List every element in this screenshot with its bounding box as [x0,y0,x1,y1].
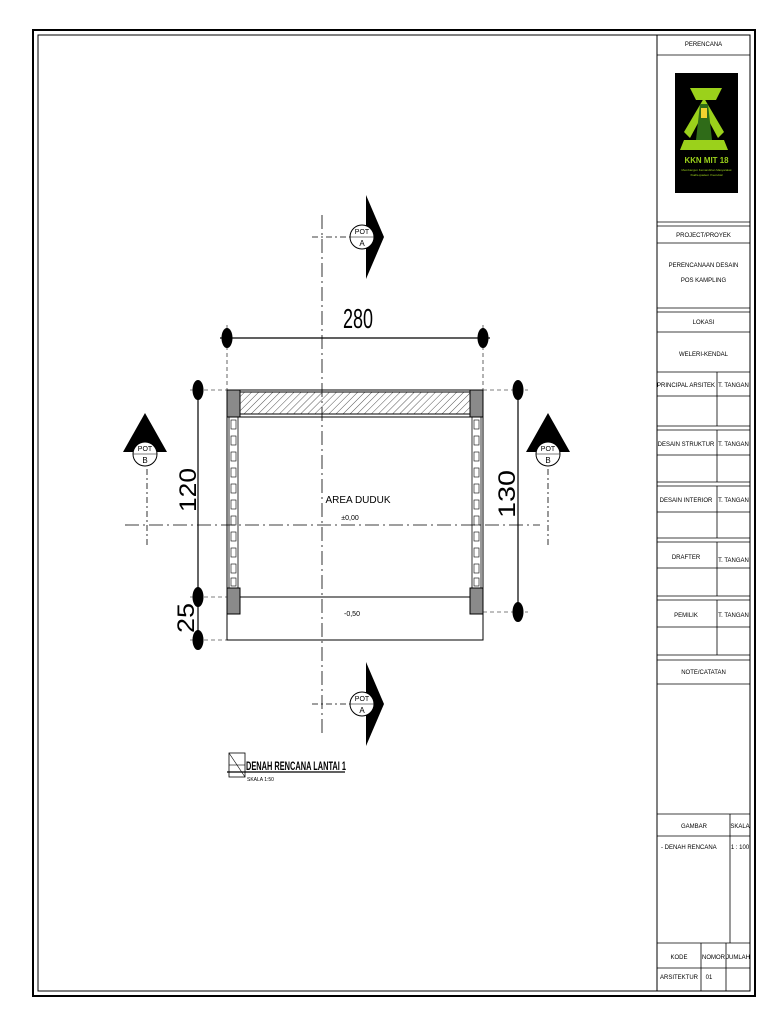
plan-title-block: DENAH RENCANA LANTAI 1 SKALA 1:50 [227,752,346,783]
logo-subtitle: Membangun Kemandirian Masyarakat [682,168,732,172]
role-drafter: DRAFTER T. TANGAN [657,541,750,597]
column-bottom-left [226,587,241,615]
title-block: PERENCANA KKN MIT 18 Membangun Kemandiri… [656,34,751,992]
dim-left-dot-bottom [192,630,204,650]
dim-width-dot-right [477,328,489,348]
project-label: PROJECT/PROYEK [676,233,731,239]
kode-value: ARSITEKTUR [660,975,699,981]
room-outline [226,389,484,641]
role-name: DESAIN INTERIOR [660,498,713,504]
lokasi-value: WELERI-KENDAL [679,352,729,358]
plan-scale: SKALA 1:50 [247,777,274,783]
role-sign: T. TANGAN [718,383,749,389]
section-a-top-label: POT [355,229,370,236]
column-bottom-right [469,587,484,615]
railing-left [228,416,239,589]
section-marker-a-top: POT A [349,195,384,279]
section-a-top-letter: A [359,239,365,248]
jumlah-label: JUMLAH [726,955,750,961]
dim-right-text: 130 [494,470,521,518]
logo-subtitle-2: Kabupaten Kendal [691,173,723,177]
section-b-left-label: POT [138,446,153,453]
dim-left-text: 120 [175,468,202,512]
railing-right [471,416,482,589]
section-a-bottom-label: POT [355,696,370,703]
role-desain-struktur: DESAIN STRUKTUR T. TANGAN [657,429,750,483]
role-name: DESAIN STRUKTUR [658,442,715,448]
role-name: PRINCIPAL ARSITEK [657,383,715,389]
dim-left-dot-mid [192,587,204,607]
role-sign: T. TANGAN [718,558,749,564]
dim-step-text: 25 [173,603,200,633]
column-top-left [226,389,241,418]
nomor-value: 01 [706,975,713,981]
role-name: DRAFTER [672,555,701,561]
floor-plan: 280 120 25 130 [123,195,570,783]
section-b-right-label: POT [541,446,556,453]
skala-label: SKALA [730,824,749,830]
room-level: ±0,00 [341,515,359,522]
gambar-value: - DENAH RENCANA [661,845,717,851]
role-name: PEMILIK [674,613,698,619]
section-b-left-letter: B [142,456,147,465]
perencana-label: PERENCANA [685,42,722,48]
role-desain-interior: DESAIN INTERIOR T. TANGAN [657,485,750,539]
role-sign: T. TANGAN [718,442,749,448]
lokasi-label: LOKASI [693,320,715,326]
plan-title: DENAH RENCANA LANTAI 1 [246,759,346,773]
section-marker-b-right: POT B [526,413,570,467]
outer-frame [32,29,756,997]
role-sign: T. TANGAN [718,498,749,504]
dim-width-dot-left [221,328,233,348]
kkn-logo: KKN MIT 18 Membangun Kemandirian Masyara… [675,73,738,193]
role-principal-arsitek: PRINCIPAL ARSITEK T. TANGAN [657,372,750,427]
dim-right-dot-top [512,380,524,400]
top-beam-hatch [238,391,472,415]
lower-level: -0,50 [344,611,360,618]
kode-label: KODE [670,955,687,961]
note-label: NOTE/CATATAN [681,670,726,676]
role-sign: T. TANGAN [718,613,749,619]
inner-frame [37,34,751,992]
section-marker-b-left: POT B [123,413,167,467]
role-pemilik: PEMILIK T. TANGAN [657,599,750,656]
section-b-right-letter: B [545,456,550,465]
dim-right-dot-bottom [512,602,524,622]
column-top-right [469,389,484,418]
gambar-label: GAMBAR [681,824,708,830]
logo-text: KKN MIT 18 [685,156,730,165]
project-line-1: PERENCANAAN DESAIN [669,263,739,269]
project-line-2: POS KAMPLING [681,278,727,284]
section-marker-a-bottom: POT A [349,662,384,746]
skala-value: 1 : 100 [731,845,750,851]
dim-left-dot-top [192,380,204,400]
room-label: AREA DUDUK [325,495,390,506]
nomor-label: NOMOR [702,955,726,961]
section-a-bottom-letter: A [359,706,365,715]
dim-width-text: 280 [343,303,373,334]
